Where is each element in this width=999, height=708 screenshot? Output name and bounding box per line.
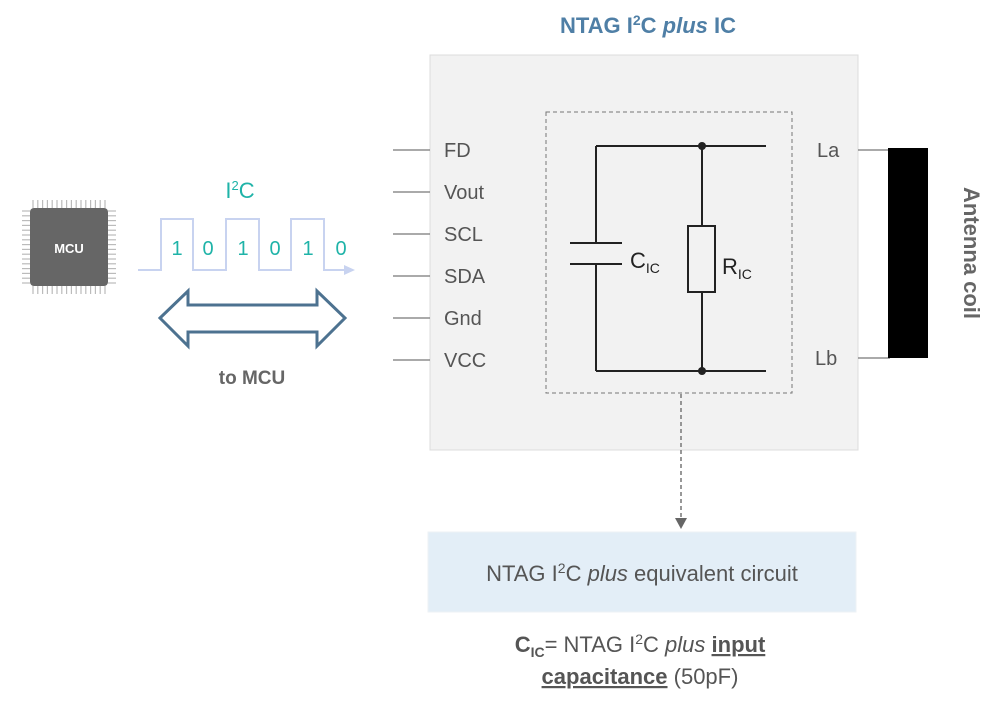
pin-gnd: Gnd — [444, 308, 482, 330]
left-pin-lines — [393, 149, 430, 361]
pin-sda: SDA — [444, 266, 486, 288]
to-mcu-label: to MCU — [219, 368, 285, 389]
capacitor-label: CIC — [630, 248, 660, 276]
resistor — [687, 225, 716, 293]
ic-box — [429, 54, 859, 451]
equivalent-circuit-box — [427, 531, 857, 613]
capacitance-note-line2: capacitance (50pF) — [542, 664, 739, 689]
rc-circuit — [570, 145, 766, 372]
bidirectional-arrow-icon — [157, 287, 348, 350]
capacitance-note-line1: CIC= NTAG I2C plus input — [515, 631, 766, 660]
antenna-label: Antenna coil — [959, 187, 984, 319]
pin-la: La — [817, 140, 840, 162]
equivalent-circuit-label: NTAG I2C plus equivalent circuit — [486, 560, 798, 586]
resistor-label: RIC — [722, 254, 752, 282]
i2c-waveform — [138, 218, 350, 271]
arrow-down-icon — [675, 518, 687, 529]
bit: 0 — [202, 238, 213, 260]
equivalent-circuit-outline — [545, 111, 793, 394]
pin-lb: Lb — [815, 348, 837, 370]
ic-title: NTAG I2C plus IC — [560, 12, 736, 38]
pin-fd: FD — [444, 140, 471, 162]
mcu-label: MCU — [54, 241, 84, 256]
bit: 1 — [302, 238, 313, 260]
bit: 0 — [335, 238, 346, 260]
pin-vout: Vout — [444, 182, 484, 204]
bit: 0 — [269, 238, 280, 260]
antenna-coil — [888, 148, 928, 358]
pin-scl: SCL — [444, 224, 483, 246]
mcu-chip-icon: MCU — [22, 200, 116, 294]
bit: 1 — [237, 238, 248, 260]
i2c-label: I2C — [225, 178, 254, 203]
bit: 1 — [171, 238, 182, 260]
pin-vcc: VCC — [444, 350, 486, 372]
